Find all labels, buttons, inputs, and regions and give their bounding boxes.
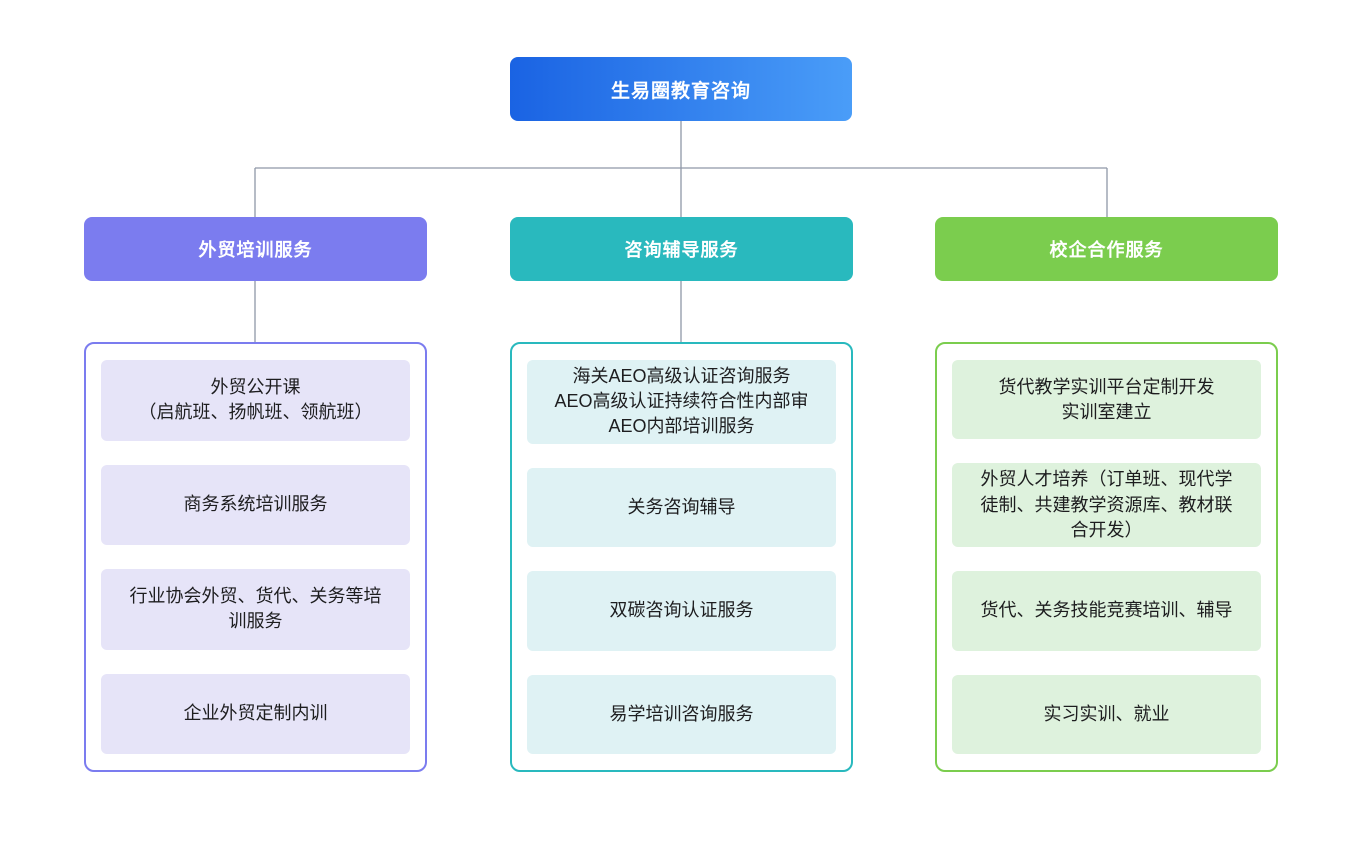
chart-node: 企业外贸定制内训 [101, 673, 410, 754]
branch-container-school-enterprise: 货代教学实训平台定制开发 实训室建立 外贸人才培养（订单班、现代学徒制、共建教学… [935, 342, 1278, 772]
chart-node: 行业协会外贸、货代、关务等培训服务 [101, 569, 410, 650]
branch-header-trade-training: 外贸培训服务 [84, 217, 427, 281]
branch-header-school-enterprise: 校企合作服务 [935, 217, 1278, 281]
chart-node: 实习实训、就业 [952, 674, 1261, 755]
branch-container-consulting: 海关AEO高级认证咨询服务 AEO高级认证持续符合性内部审 AEO内部培训服务 … [510, 342, 853, 772]
branch-header-consulting: 咨询辅导服务 [510, 217, 853, 281]
chart-node: 商务系统培训服务 [101, 464, 410, 545]
chart-node: 货代、关务技能竞赛培训、辅导 [952, 571, 1261, 651]
branch-container-trade-training: 外贸公开课 （启航班、扬帆班、领航班） 商务系统培训服务 行业协会外贸、货代、关… [84, 342, 427, 772]
chart-node: 海关AEO高级认证咨询服务 AEO高级认证持续符合性内部审 AEO内部培训服务 [527, 360, 836, 444]
chart-node: 易学培训咨询服务 [527, 674, 836, 755]
chart-node: 货代教学实训平台定制开发 实训室建立 [952, 360, 1261, 440]
chart-node: 外贸公开课 （启航班、扬帆班、领航班） [101, 360, 410, 441]
chart-node: 外贸人才培养（订单班、现代学徒制、共建教学资源库、教材联合开发） [952, 463, 1261, 548]
chart-node: 双碳咨询认证服务 [527, 571, 836, 651]
chart-node: 关务咨询辅导 [527, 467, 836, 548]
root-node: 生易圈教育咨询 [510, 57, 852, 121]
